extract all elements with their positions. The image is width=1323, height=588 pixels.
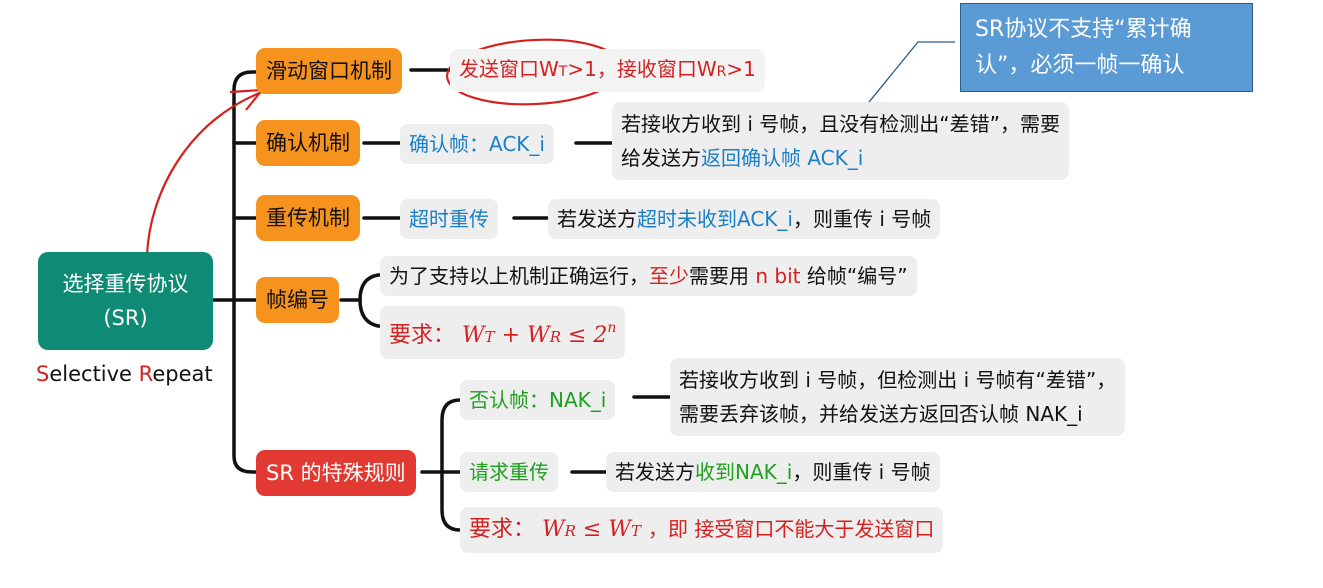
num-req-sub2: R	[549, 328, 561, 346]
req-desc-c: ，则重传 i 号帧	[792, 460, 931, 484]
callout-line1: SR协议不支持“累计确	[975, 17, 1192, 42]
rule-sub1: R	[564, 522, 576, 540]
retx-desc-b: 超时未收到ACK_i	[637, 207, 793, 231]
branch-sliding-window: 滑动窗口机制	[256, 48, 402, 94]
req-desc-a: 若发送方	[615, 460, 695, 484]
recv-window: 接收窗口W	[616, 57, 717, 81]
ack-desc-line2b: 返回确认帧 ACK_i	[701, 146, 864, 170]
callout-line2: 认”，必须一帧一确认	[975, 53, 1185, 78]
send-window-tail: >1，	[567, 57, 617, 81]
num-desc-d: n bit	[755, 264, 801, 288]
recv-window-tail: >1	[726, 57, 756, 81]
nak-desc-line2: 需要丢弃该帧，并给发送方返回否认帧 NAK_i	[679, 402, 1083, 426]
branch-retransmission: 重传机制	[256, 195, 360, 241]
window-rule: 要求： WR ≤ WT ，即 接受窗口不能大于发送窗口	[460, 507, 944, 553]
recv-window-sub: R	[716, 64, 727, 80]
subtitle-end: epeat	[152, 362, 213, 386]
root-subtitle: Selective Repeat	[36, 362, 213, 386]
ack-desc-line2a: 给发送方	[621, 146, 701, 170]
send-window: 发送窗口W	[459, 57, 559, 81]
num-req-sub1: T	[484, 328, 495, 346]
num-req-plus: + W	[494, 323, 550, 348]
rule-rel: ≤ W	[575, 517, 631, 542]
rule-sub2: T	[630, 522, 641, 540]
branch-sr-special-rules: SR 的特殊规则	[256, 450, 416, 496]
ack-description: 若接收方收到 i 号帧，且没有检测出“差错”，需要 给发送方返回确认帧 ACK_…	[612, 102, 1069, 180]
timeout-retransmit: 超时重传	[400, 199, 498, 239]
request-retransmit: 请求重传	[460, 452, 558, 492]
subtitle-r: R	[138, 362, 153, 386]
retx-description: 若发送方超时未收到ACK_i，则重传 i 号帧	[548, 199, 941, 239]
numbering-requirement: 要求： WT + WR ≤ 2n	[380, 306, 626, 359]
callout-box: SR协议不支持“累计确 认”，必须一帧一确认	[960, 3, 1253, 92]
branch-ack: 确认机制	[256, 120, 360, 166]
request-retx-description: 若发送方收到NAK_i，则重传 i 号帧	[606, 452, 940, 492]
req-desc-b: 收到NAK_i	[695, 460, 793, 484]
root-node: 选择重传协议 (SR)	[38, 252, 213, 350]
num-desc-b: 至少	[649, 264, 689, 288]
nak-desc-line1: 若接收方收到 i 号帧，但检测出 i 号帧有“差错”，	[679, 368, 1117, 392]
rule-tail: ，即 接受窗口不能大于发送窗口	[648, 517, 935, 541]
retx-desc-a: 若发送方	[557, 207, 637, 231]
ack-desc-line1: 若接收方收到 i 号帧，且没有检测出“差错”，需要	[621, 112, 1060, 136]
subtitle-s: S	[36, 362, 50, 386]
num-desc-c: 需要用	[689, 264, 756, 288]
root-title: 选择重传协议	[62, 272, 189, 296]
retx-desc-c: ，则重传 i 号帧	[792, 207, 932, 231]
nak-frame: 否认帧：NAK_i	[460, 380, 616, 420]
nak-description: 若接收方收到 i 号帧，但检测出 i 号帧有“差错”， 需要丢弃该帧，并给发送方…	[670, 358, 1126, 436]
branch-frame-numbering: 帧编号	[256, 277, 339, 323]
num-req-w: W	[462, 323, 485, 348]
window-sizes: 发送窗口WT>1，接收窗口WR>1	[450, 49, 765, 92]
rule-label: 要求：	[469, 517, 536, 542]
send-window-sub: T	[558, 64, 568, 80]
subtitle-mid: elective	[49, 362, 139, 386]
numbering-description: 为了支持以上机制正确运行，至少需要用 n bit 给帧“编号”	[380, 256, 917, 296]
root-abbrev: (SR)	[103, 306, 148, 330]
num-desc-a: 为了支持以上机制正确运行，	[389, 264, 649, 288]
num-req-label: 要求：	[389, 323, 456, 348]
num-req-rel: ≤ 2	[561, 323, 608, 348]
num-req-sup: n	[607, 320, 617, 336]
rule-w1: W	[542, 517, 565, 542]
num-desc-e: 给帧“编号”	[800, 264, 908, 288]
ack-frame: 确认帧：ACK_i	[400, 124, 554, 164]
